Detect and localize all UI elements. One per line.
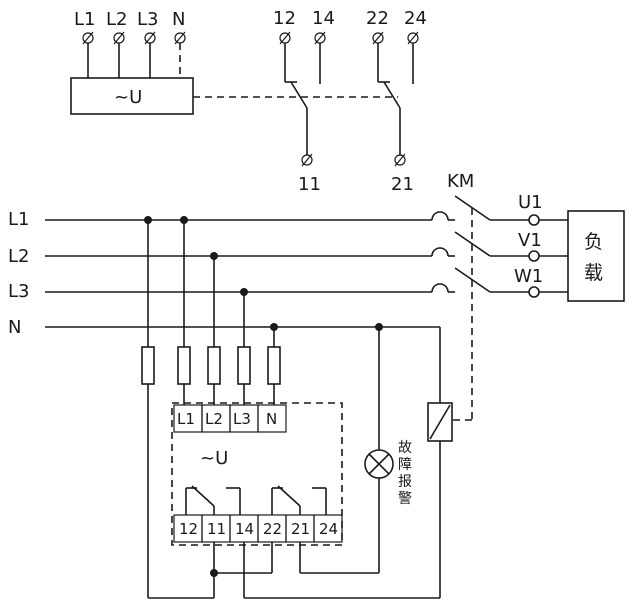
fuse-5 [267,346,281,385]
module-terminal-label-12: 12 [179,520,198,538]
top-contact-screws [279,31,419,45]
top-contact-label-21: 21 [391,174,414,195]
monitor-module: L1 L2 L3 N ~U 12 11 14 22 21 24 [171,402,343,546]
module-outline [171,402,343,546]
module-terminal-label-24: 24 [319,520,338,538]
fuse-3 [207,346,221,385]
top-contact-label-11: 11 [298,174,321,195]
fuse-4 [237,346,251,385]
alarm-label-char-1: 故 [398,440,412,456]
module-terminal-label-14: 14 [235,520,254,538]
output-label-v1: V1 [518,230,542,251]
output-label-u1: U1 [518,192,543,213]
module-terminal-label-22: 22 [263,520,282,538]
module-terminal-label-21: 21 [291,520,310,538]
contactor-label: KM [447,171,474,192]
line-label-l1: L1 [8,209,29,230]
output-terminal-v1 [528,250,540,262]
fuse-2 [177,346,191,385]
line-label-l3: L3 [8,281,29,302]
top-contact-label-24: 24 [404,8,427,29]
line-label-n: N [8,317,21,338]
module-input-label-l1: L1 [177,410,195,428]
alarm-lamp [364,449,394,479]
bottom-contact-screws [301,153,406,167]
module-terminal-24 [313,514,343,543]
load-label-char-2: 载 [584,262,603,284]
output-wiring: 故 障 报 警 [148,327,453,599]
fuse-1 [141,346,155,385]
output-terminal-u1 [528,214,540,226]
top-relay-symbol: L1 L2 L3 N ~U 12 14 22 24 [70,8,427,195]
alarm-label-char-2: 障 [398,457,412,473]
fuses [141,220,281,598]
output-label-w1: W1 [514,266,543,287]
alarm-label-char-3: 报 [398,474,412,490]
output-terminal-w1 [528,286,540,298]
module-label: ~U [200,448,228,469]
top-input-label-l3: L3 [137,9,158,30]
top-contact-label-14: 14 [312,8,335,29]
top-terminal-screws [82,31,186,45]
module-input-label-l3: L3 [233,410,251,428]
top-relay-box [70,77,194,115]
module-input-n [257,404,287,433]
top-input-label-l1: L1 [74,9,95,30]
top-contact-label-12: 12 [273,8,296,29]
line-label-l2: L2 [8,246,29,267]
module-terminal-label-11: 11 [207,520,226,538]
top-input-label-n: N [172,9,185,30]
alarm-label-char-4: 警 [398,491,412,507]
module-input-label-l2: L2 [205,410,223,428]
load-label-char-1: 负 [584,231,603,253]
top-input-label-l2: L2 [106,9,127,30]
load-box [567,210,625,302]
top-relay-label: ~U [114,87,142,108]
supply-lines: L1 L2 L3 N [8,209,440,338]
top-contact-label-22: 22 [366,8,389,29]
contactor-km: KM U1 V1 W1 负 载 [431,171,625,421]
module-input-label-n: N [266,410,277,428]
